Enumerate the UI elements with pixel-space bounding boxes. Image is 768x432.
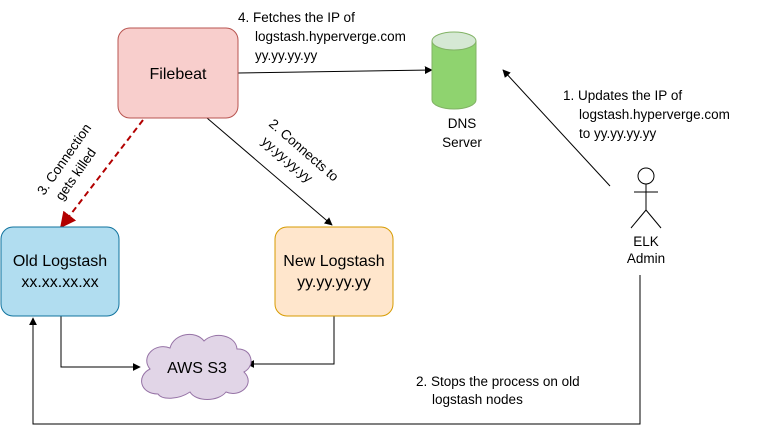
dns-label-line2: Server (442, 135, 482, 150)
step2-stop-line2: logstash nodes (432, 392, 523, 407)
step2-stop-label: 2. Stops the process on old logstash nod… (416, 374, 580, 407)
filebeat-node[interactable]: Filebeat (117, 27, 239, 119)
step3-label: 3. Connection gets killed (34, 121, 99, 203)
step1-line3: to yy.yy.yy.yy (579, 126, 657, 141)
old-logstash-ip: xx.xx.xx.xx (21, 274, 98, 291)
old-logstash-box (0, 226, 120, 317)
dns-cylinder-body (431, 41, 477, 110)
new-logstash-label: New Logstash (283, 253, 384, 270)
new-logstash-box (274, 226, 394, 317)
filebeat-box (117, 27, 239, 119)
aws-s3-node[interactable]: AWS S3 (141, 333, 252, 400)
edge-old-logstash-to-s3 (60, 316, 141, 371)
old-logstash-label: Old Logstash (13, 253, 107, 270)
edge-new-logstash-to-s3 (246, 316, 335, 368)
step4-line3: yy.yy.yy.yy (255, 48, 317, 63)
user-icon-leg-left (630, 209, 647, 229)
edge-admin-stops-old-logstash (29, 275, 641, 425)
user-icon-head (637, 167, 655, 185)
step1-line1: 1. Updates the IP of (563, 88, 682, 103)
dns-server-node[interactable]: DNS Server (431, 31, 482, 150)
edge-filebeat-to-new-logstash (206, 117, 333, 226)
elk-admin-actor[interactable]: ELK Admin (627, 167, 665, 266)
step4-line2: logstash.hyperverge.com (255, 29, 406, 44)
step1-label: 1. Updates the IP of logstash.hyperverge… (563, 88, 730, 141)
step4-label: 4. Fetches the IP of logstash.hyperverge… (238, 10, 406, 63)
step4-line1: 4. Fetches the IP of (238, 10, 355, 25)
edge-admin-to-dns (502, 69, 611, 187)
edge-filebeat-to-dns (237, 66, 433, 75)
user-icon-leg-right (645, 209, 662, 229)
filebeat-label: Filebeat (150, 66, 207, 83)
step2-stop-line1: 2. Stops the process on old (416, 374, 580, 389)
dns-cylinder-top (431, 31, 477, 51)
edge-filebeat-to-old-logstash (60, 119, 144, 229)
step1-line2: logstash.hyperverge.com (579, 107, 730, 122)
dns-label-line1: DNS (448, 116, 477, 131)
cloud-icon (141, 333, 252, 400)
step2-connect-label: 2. Connects to yy.yy.yy.yy (259, 116, 342, 186)
aws-s3-label: AWS S3 (167, 360, 227, 377)
old-logstash-node[interactable]: Old Logstash xx.xx.xx.xx (0, 226, 120, 317)
elk-admin-label-line2: Admin (627, 251, 665, 266)
new-logstash-ip: yy.yy.yy.yy (297, 274, 371, 291)
new-logstash-node[interactable]: New Logstash yy.yy.yy.yy (274, 226, 394, 317)
elk-admin-label-line1: ELK (633, 234, 659, 249)
